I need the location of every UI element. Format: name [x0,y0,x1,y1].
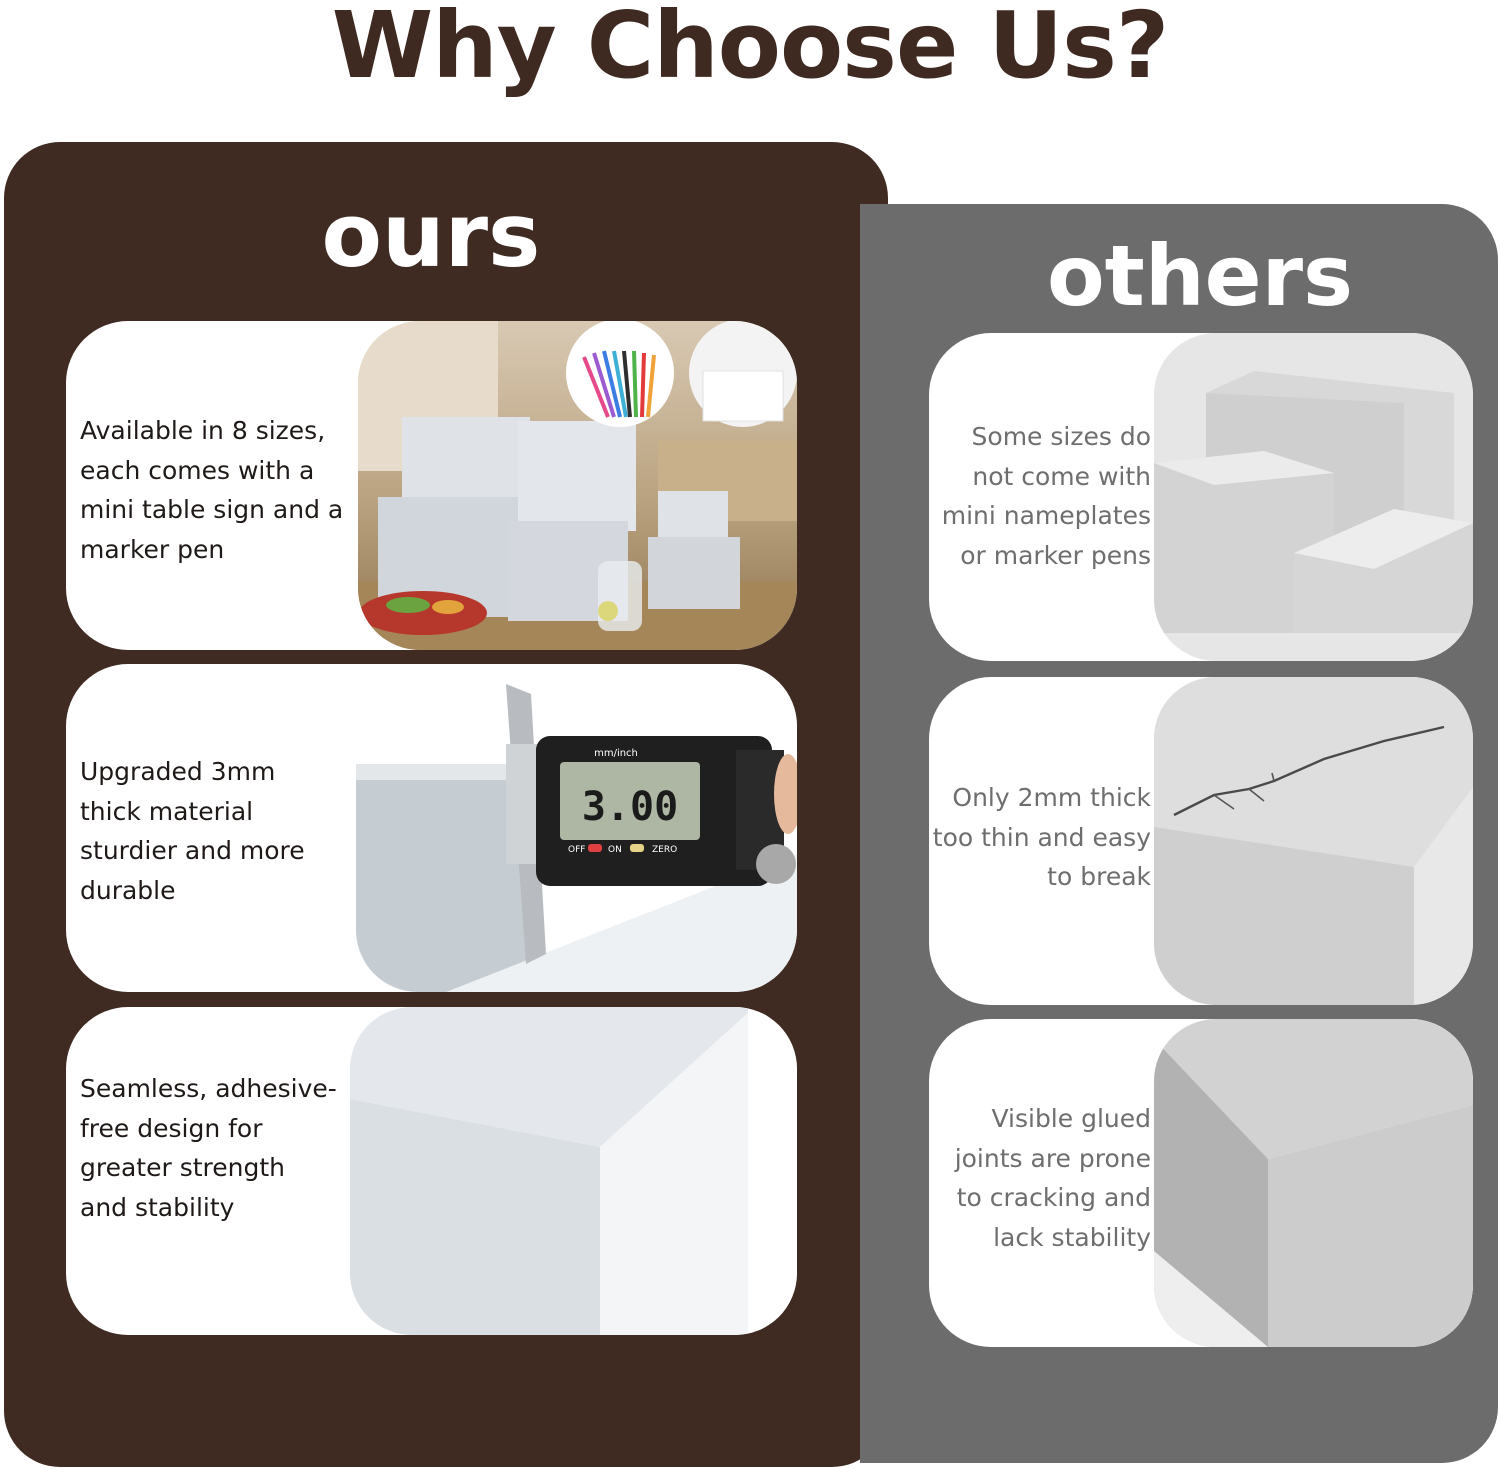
page-headline: Why Choose Us? [331,0,1169,99]
caliper-zero-label: ZERO [652,845,677,855]
ours-photo-dining-risers [358,321,797,650]
others-feature-card-glued: Visible glued joints are prone to cracki… [929,1019,1473,1347]
ours-feature-card-sizes: Available in 8 sizes, each comes with a … [66,321,797,650]
others-photo-cracked-box [1154,677,1473,1005]
others-feature-card-sizes: Some sizes do not come with mini namepla… [929,333,1473,661]
ours-feature-card-seamless: Seamless, adhesive-free design for great… [66,1007,797,1335]
others-feature-text: Visible glued joints are prone to cracki… [954,1104,1151,1252]
others-feature-text: Only 2mm thick too thin and easy to brea… [932,783,1151,891]
ours-feature-text: Upgraded 3mm thick material sturdier and… [80,757,305,905]
ours-photo-seamless-box [350,1007,797,1335]
ours-photo-caliper: 3.00 mm/inch OFF ON ZERO [356,664,797,992]
others-feature-text: Some sizes do not come with mini namepla… [941,422,1151,570]
ours-feature-text: Available in 8 sizes, each comes with a … [80,416,344,564]
ours-feature-text: Seamless, adhesive-free design for great… [80,1074,337,1222]
ours-title: ours [321,184,541,287]
others-photo-glued-joint-box [1154,1019,1473,1347]
caliper-off-label: OFF [568,845,585,855]
others-title: others [1046,227,1354,325]
caliper-on-label: ON [608,845,622,855]
caliper-reading: 3.00 [582,784,678,830]
ours-feature-card-thickness: Upgraded 3mm thick material sturdier and… [66,664,797,992]
others-feature-card-thickness: Only 2mm thick too thin and easy to brea… [929,677,1473,1005]
caliper-unit-label: mm/inch [594,748,638,759]
others-photo-plain-risers [1154,333,1473,661]
